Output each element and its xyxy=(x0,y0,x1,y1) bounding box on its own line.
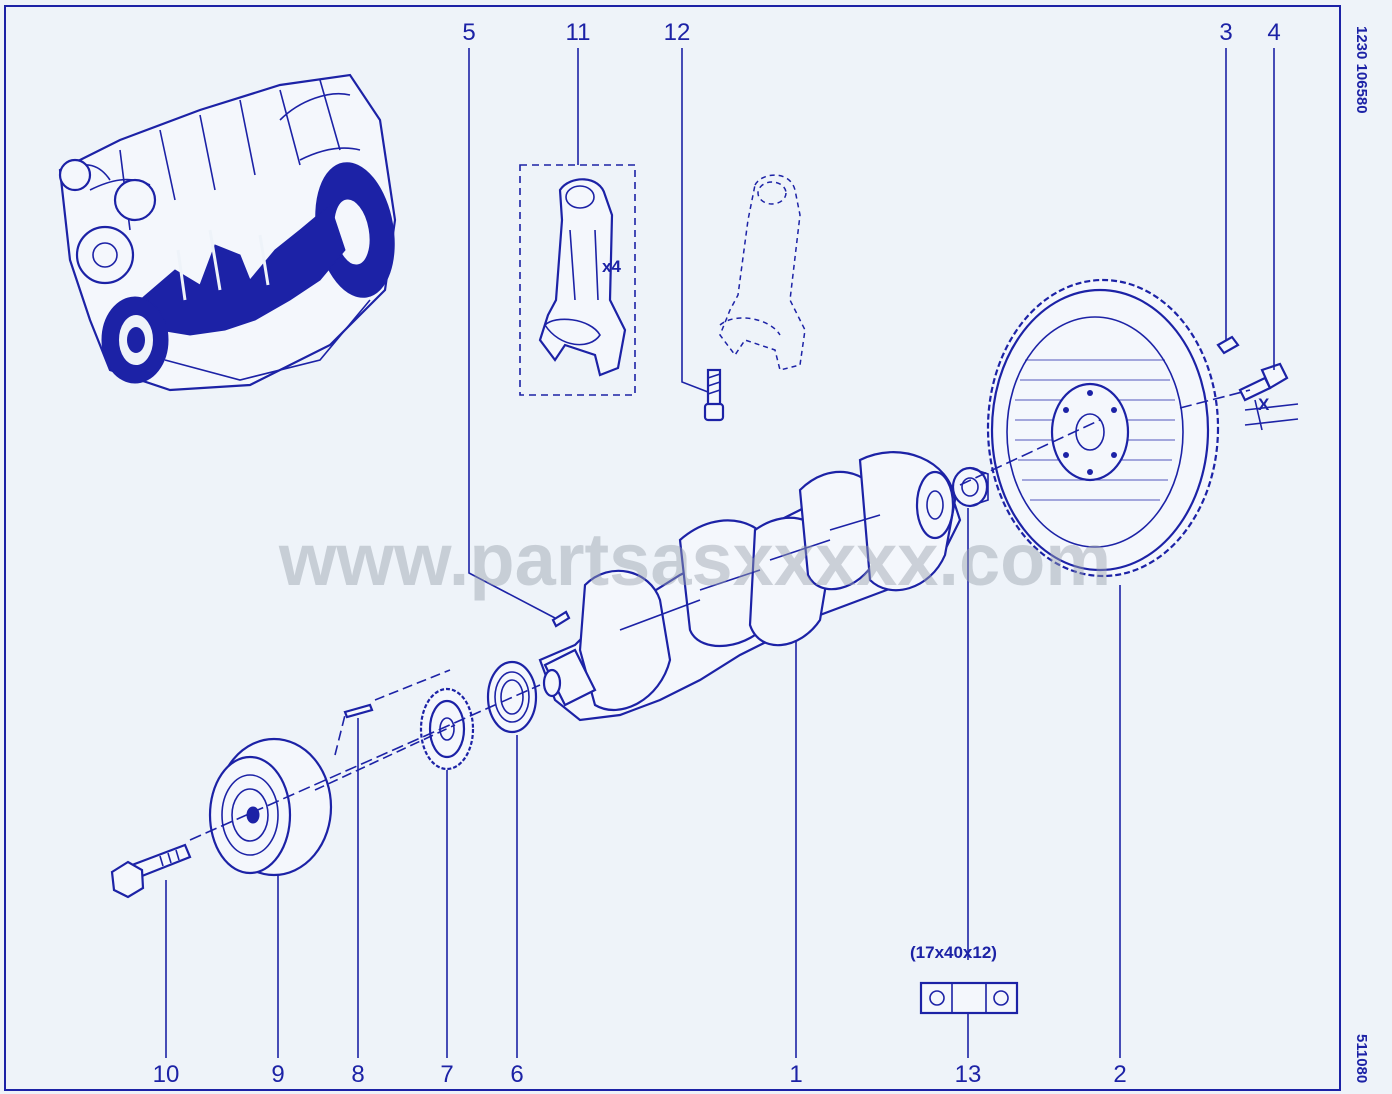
pilot-bearing xyxy=(951,466,989,508)
watermark: www.partsasxxxxx.com xyxy=(278,518,1111,601)
flywheel xyxy=(986,278,1220,578)
bearing-size-label: (17x40x12) xyxy=(910,943,997,962)
callout-12: 12 xyxy=(664,19,691,46)
callout-11: 11 xyxy=(566,19,591,46)
conrod-bolt xyxy=(703,368,725,422)
callout-1: 1 xyxy=(789,1061,802,1088)
callout-4: 4 xyxy=(1267,19,1280,46)
leader-12 xyxy=(681,48,709,393)
crankshaft-pulley xyxy=(208,737,333,877)
connecting-rod-ghost xyxy=(719,174,806,371)
quantity-label: x4 xyxy=(602,257,621,276)
crankshaft xyxy=(538,451,962,722)
leader-lines xyxy=(165,48,1275,1058)
woodruff-key xyxy=(551,610,571,628)
callout-6: 6 xyxy=(510,1061,523,1088)
callout-13: 13 xyxy=(955,1061,982,1088)
side-label-top: 1230 106580 xyxy=(1353,26,1370,114)
pulley-bolt xyxy=(110,843,192,899)
flywheel-dowel xyxy=(1216,335,1240,355)
leader-5 xyxy=(468,48,556,619)
connecting-rod xyxy=(538,178,627,377)
crankshaft-timing-gear xyxy=(419,687,475,771)
engine-overview-illustration xyxy=(58,73,397,392)
callout-5: 5 xyxy=(462,19,475,46)
dimension-x-lines xyxy=(1244,399,1299,431)
callout-8: 8 xyxy=(351,1061,364,1088)
callout-2: 2 xyxy=(1113,1061,1126,1088)
diagram-frame xyxy=(4,5,1341,1091)
dimension-x-label: X xyxy=(1258,395,1270,414)
callout-10: 10 xyxy=(153,1061,180,1088)
callout-7: 7 xyxy=(440,1061,453,1088)
front-oil-seal xyxy=(486,660,538,734)
side-label-bottom: 511080 xyxy=(1353,1034,1370,1083)
callout-9: 9 xyxy=(271,1061,284,1088)
callout-3: 3 xyxy=(1219,19,1232,46)
pulley-key xyxy=(343,703,374,719)
conrod-set-dashed-box xyxy=(519,164,636,396)
assembly-axis-line xyxy=(189,389,1251,841)
bearing-size-detail xyxy=(919,981,1019,1015)
thumbnail-crankshaft xyxy=(139,204,346,336)
